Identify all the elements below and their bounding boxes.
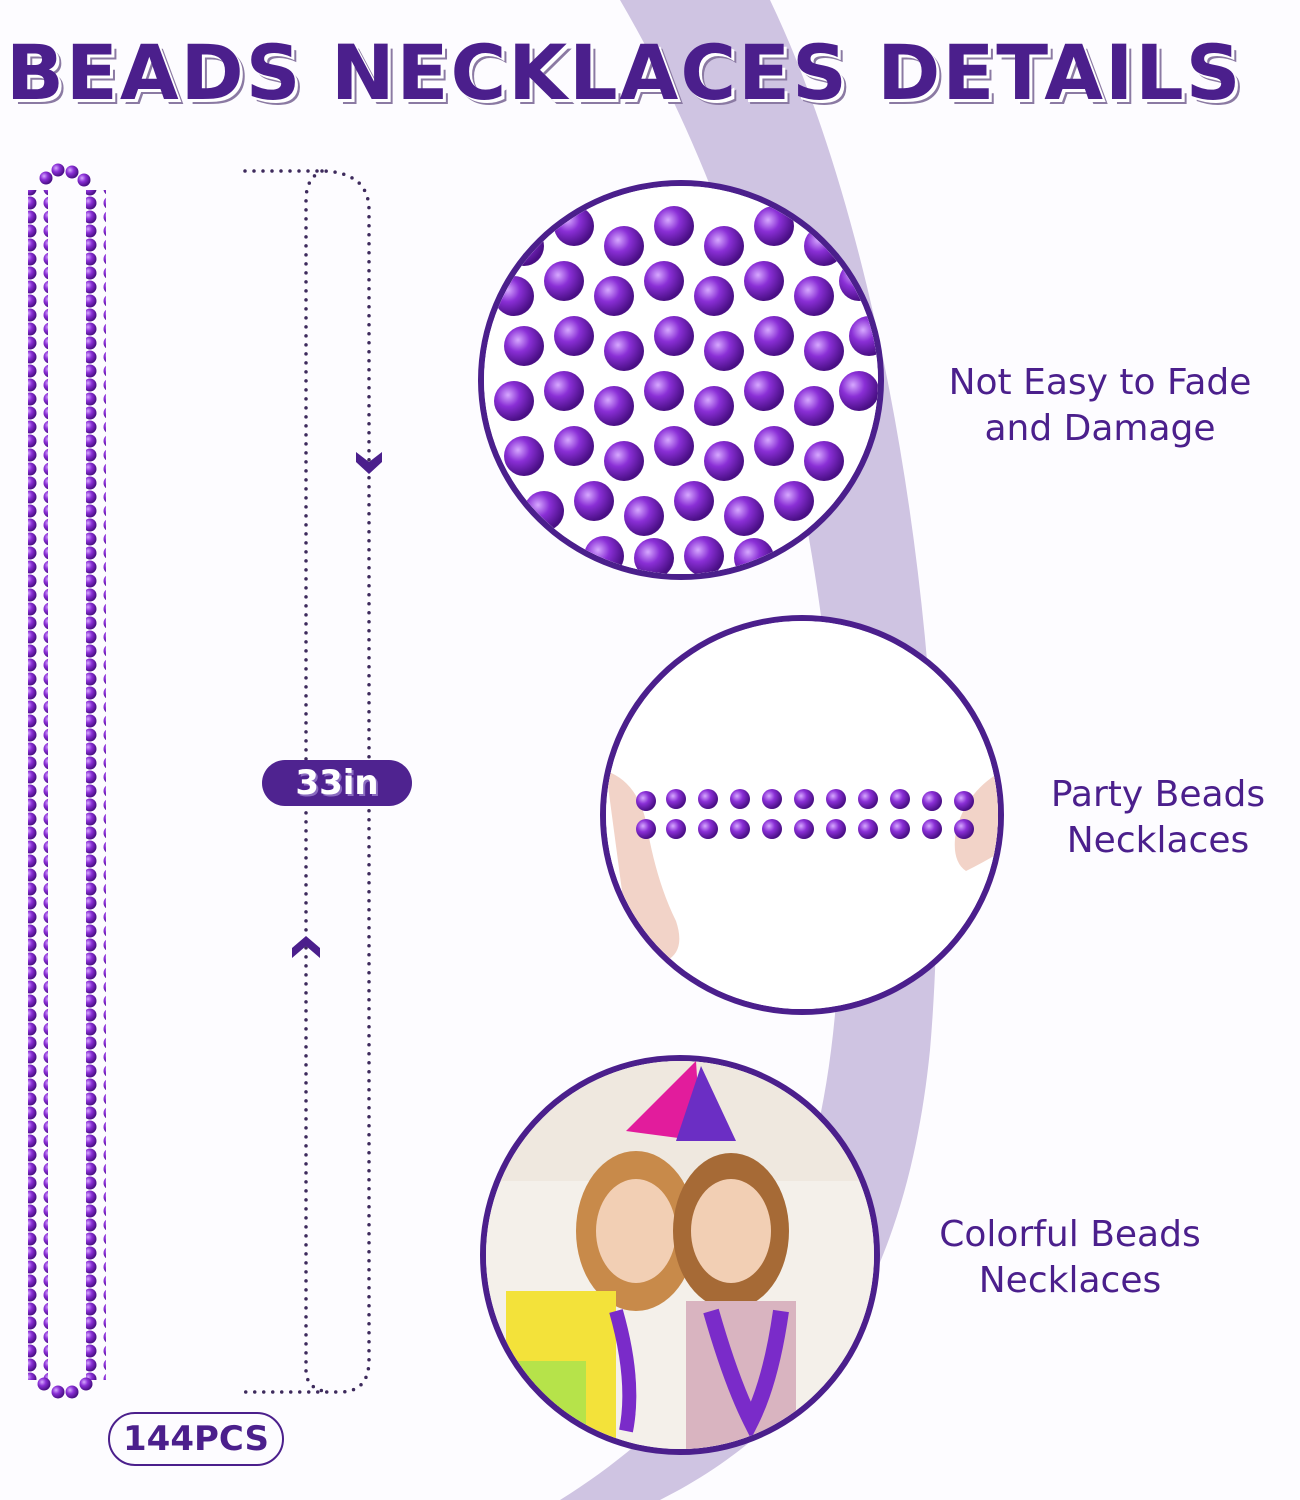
feature-line: Necklaces bbox=[978, 1260, 1162, 1301]
feature-image-closeup bbox=[478, 180, 884, 580]
feature-line: Not Easy to Fade bbox=[948, 362, 1252, 403]
feature-label-durability: Not Easy to Fade and Damage bbox=[900, 360, 1300, 452]
feature-label-colorful: Colorful Beads Necklaces bbox=[880, 1212, 1260, 1304]
chevron-down-icon bbox=[356, 452, 382, 474]
feature-image-girls bbox=[480, 1055, 880, 1455]
feature-line: Party Beads bbox=[1050, 774, 1266, 815]
chevron-up-icon bbox=[292, 936, 320, 958]
feature-image-hands bbox=[600, 615, 1004, 1015]
necklace-illustration bbox=[28, 163, 106, 1399]
feature-label-party: Party Beads Necklaces bbox=[1010, 772, 1300, 864]
feature-line: Necklaces bbox=[1066, 820, 1250, 861]
length-badge: 33in bbox=[262, 760, 412, 806]
quantity-badge: 144PCS bbox=[108, 1412, 284, 1466]
feature-line: and Damage bbox=[984, 408, 1216, 449]
page-title: BEADS NECKLACES DETAILS bbox=[6, 28, 1243, 117]
feature-line: Colorful Beads bbox=[939, 1214, 1201, 1255]
length-indicator bbox=[243, 169, 382, 1394]
